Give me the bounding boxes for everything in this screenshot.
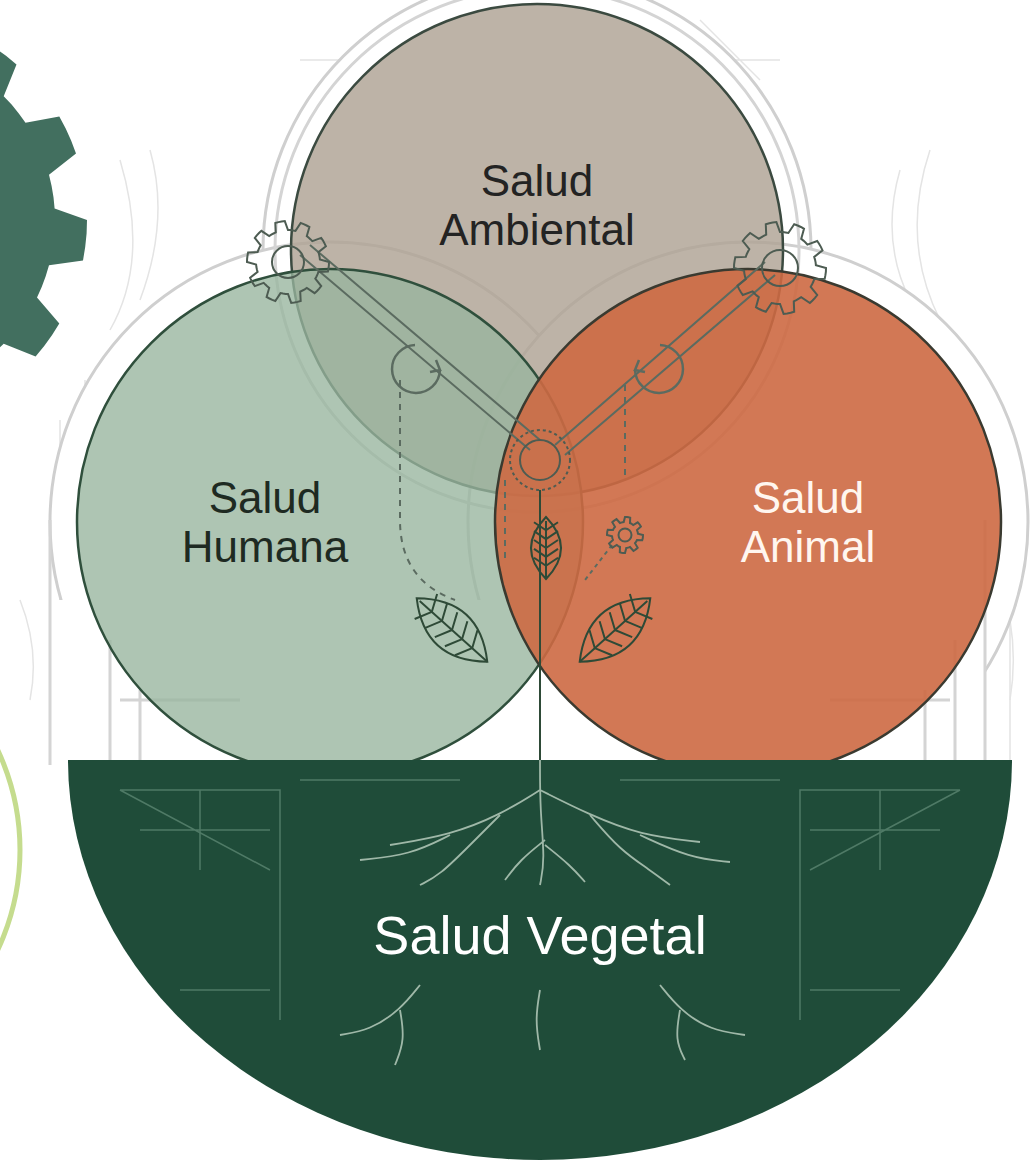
root-line (340, 985, 420, 1035)
root-line (360, 835, 450, 860)
leaf-icon (531, 517, 561, 579)
node-label: Salud Vegetal (240, 905, 840, 965)
root-line (677, 1010, 685, 1060)
leaf-icon (566, 583, 665, 678)
root-line (545, 845, 585, 882)
arch-outline (48, 0, 1028, 802)
health-circle: Salud Animal (493, 267, 1003, 777)
node-label: Salud Humana (150, 473, 380, 572)
health-circle (495, 269, 1001, 775)
root-line (390, 790, 540, 845)
hub-icon (510, 430, 570, 490)
foundation-band: Salud Vegetal (68, 760, 1012, 1160)
foundation-band (68, 760, 1012, 1160)
gear-icon (0, 13, 87, 427)
root-line (660, 985, 745, 1035)
ring-arc (0, 615, 20, 1085)
leaf-icon (403, 583, 502, 678)
root-line (505, 840, 545, 880)
mechanism-arm (300, 245, 775, 600)
root-line (540, 760, 543, 885)
root-line (395, 1010, 403, 1065)
stem-line (539, 490, 541, 760)
rotation-arrow (392, 345, 683, 393)
gear-icon (247, 221, 329, 303)
root-line (420, 815, 500, 885)
root-line (540, 790, 700, 842)
root-line (640, 835, 730, 862)
node-label: Salud Ambiental (402, 156, 672, 255)
root-line (590, 815, 670, 885)
gear-icon (734, 222, 826, 314)
band-pattern (120, 780, 960, 1020)
gear-icon (607, 517, 643, 553)
node-label: Salud Animal (698, 473, 918, 572)
root-lines (340, 760, 745, 1065)
gear-icon (0, 13, 87, 427)
root-line (537, 990, 540, 1050)
